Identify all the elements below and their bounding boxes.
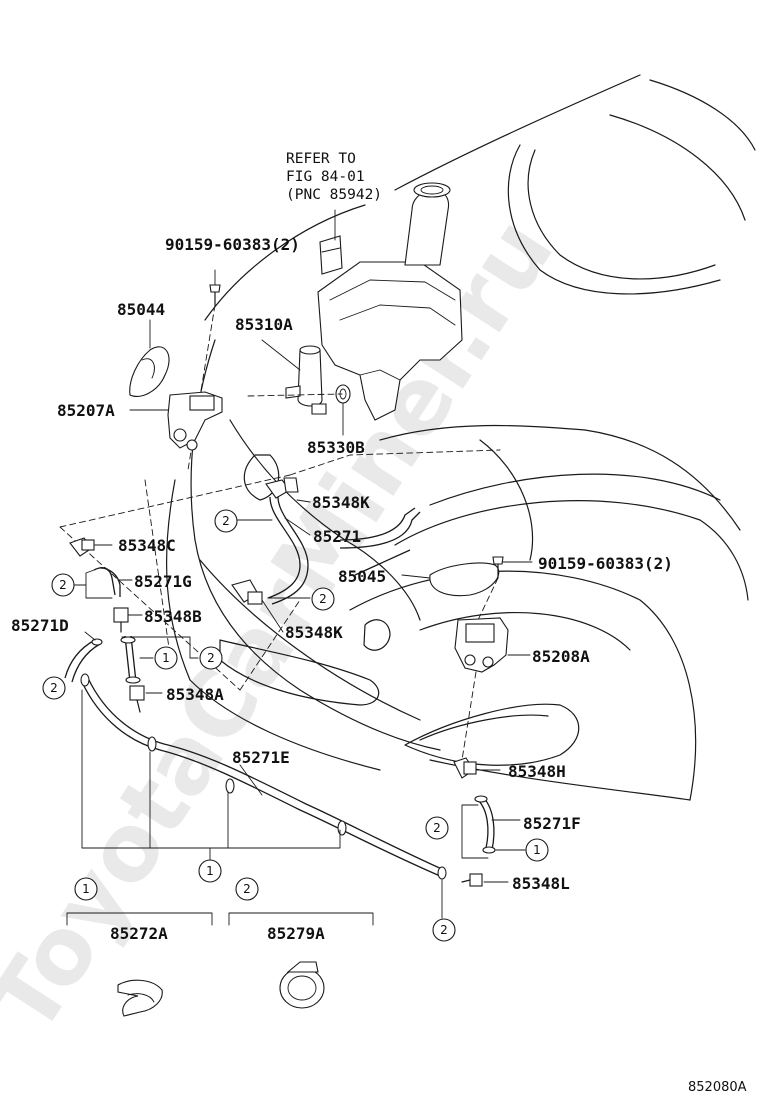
- svg-text:2: 2: [222, 514, 230, 528]
- leader-85271D: [84, 631, 96, 641]
- leader-85045: [401, 574, 431, 579]
- label-85271D: 85271D: [11, 616, 69, 635]
- label-85207A: 85207A: [57, 401, 115, 420]
- connector-85348K-mid: [231, 579, 263, 605]
- label-85330B: 85330B: [307, 438, 365, 457]
- leader-85348K-top: [296, 499, 311, 503]
- bolt-right: [492, 556, 504, 579]
- hose-85271: [265, 477, 309, 605]
- label-85045: 85045: [338, 567, 386, 586]
- connector-85348B: [113, 607, 129, 633]
- connector-85348C: [69, 537, 95, 557]
- legend-bracket-2: [228, 912, 374, 926]
- clip-85272A: [117, 979, 163, 1017]
- clamp-85279A: [279, 961, 325, 1009]
- label-85271: 85271: [313, 527, 361, 546]
- svg-text:2: 2: [319, 592, 327, 606]
- svg-text:2: 2: [50, 681, 58, 695]
- hose-segment-small: [120, 635, 141, 684]
- svg-text:2: 2: [440, 923, 448, 937]
- label-85348H: 85348H: [508, 762, 566, 781]
- svg-text:1: 1: [82, 882, 90, 896]
- legend-callout-2: 2: [235, 877, 259, 901]
- washer-pump-85310A: [285, 345, 327, 415]
- callout-2-85271G: 2: [51, 573, 75, 597]
- label-85348B: 85348B: [144, 607, 202, 626]
- cap-85045: [429, 562, 500, 597]
- bracket-85271F: [461, 804, 489, 859]
- bracket-85271G: [73, 569, 113, 599]
- refer-note-line-1: REFER TO: [286, 151, 356, 167]
- hose-85271G: [93, 567, 121, 597]
- svg-text:2: 2: [433, 821, 441, 835]
- hose-85271F: [474, 795, 496, 854]
- dash-boundary-bottom: [239, 599, 301, 691]
- nozzle-85208A: [454, 617, 509, 673]
- callout-2-85271D: 2: [42, 676, 66, 700]
- svg-text:1: 1: [206, 864, 214, 878]
- svg-text:2: 2: [243, 882, 251, 896]
- label-85208A: 85208A: [532, 647, 590, 666]
- label-85271G: 85271G: [134, 572, 192, 591]
- label-85272A: 85272A: [110, 924, 168, 943]
- legend-callout-1: 1: [74, 877, 98, 901]
- washer-reservoir-tank: [317, 182, 463, 421]
- callout-2-hose85271: 2: [214, 509, 238, 533]
- dash-bolt-left: [187, 304, 216, 471]
- dash-85208A-down: [461, 671, 477, 761]
- hose-85045: [339, 507, 421, 576]
- callout-1-85271F: 1: [525, 838, 549, 862]
- leader-85271E: [239, 764, 263, 796]
- label-85279A: 85279A: [267, 924, 325, 943]
- cap-85044: [129, 346, 170, 397]
- label-85348K-mid: 85348K: [285, 623, 343, 642]
- refer-note-line-3: (PNC 85942): [286, 187, 382, 203]
- connector-85348H: [453, 757, 477, 779]
- callout-2-small-hose: 2: [199, 646, 223, 670]
- bolt-left: [209, 284, 221, 306]
- dash-bolt-right: [477, 577, 499, 621]
- connector-85348L: [461, 873, 483, 887]
- svg-text:2: 2: [59, 578, 67, 592]
- label-85348C: 85348C: [118, 536, 176, 555]
- dash-85330B: [247, 393, 343, 397]
- leader-85348K-mid: [261, 599, 284, 633]
- bracket-circle2-small: [121, 636, 199, 659]
- figure-code: 852080A: [688, 1080, 747, 1095]
- label-85310A: 85310A: [235, 315, 293, 334]
- nozzle-85207A: [167, 391, 223, 451]
- label-90159-right: 90159-60383(2): [538, 554, 673, 573]
- callout-2-mid: 2: [311, 587, 335, 611]
- leader-85310A: [261, 339, 301, 371]
- refer-note-line-2: FIG 84-01: [286, 169, 365, 185]
- legend-bracket-1: [66, 912, 213, 926]
- svg-text:1: 1: [162, 651, 170, 665]
- hose-85271E: [80, 673, 447, 880]
- label-85348L: 85348L: [512, 874, 570, 893]
- label-85348K-top: 85348K: [312, 493, 370, 512]
- leader-85271: [284, 517, 311, 536]
- svg-text:2: 2: [207, 651, 215, 665]
- hose-85271D: [64, 638, 103, 683]
- connector-85348A: [129, 685, 145, 713]
- dash-center-top: [289, 449, 501, 476]
- callout-1-small-hose: 1: [154, 646, 178, 670]
- svg-text:1: 1: [533, 843, 541, 857]
- callout-1-85271E: 1: [198, 859, 222, 883]
- label-85044: 85044: [117, 300, 165, 319]
- label-85348A: 85348A: [166, 685, 224, 704]
- grommet-85330B: [335, 384, 351, 404]
- label-85271E: 85271E: [232, 748, 290, 767]
- callout-2-bottom: 2: [432, 918, 456, 942]
- bracket-85271E: [81, 689, 341, 861]
- label-90159-left: 90159-60383(2): [165, 235, 300, 254]
- callout-2-85271F: 2: [425, 816, 449, 840]
- label-85271F: 85271F: [523, 814, 581, 833]
